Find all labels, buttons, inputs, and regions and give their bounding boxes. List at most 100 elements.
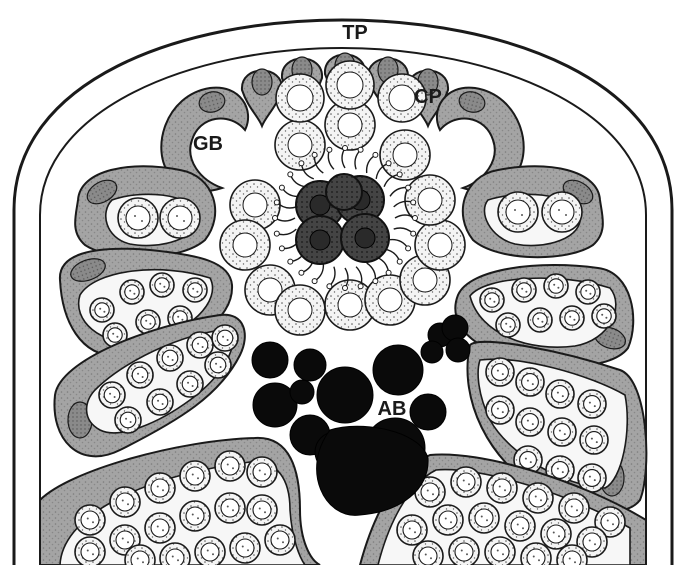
nucleus-chromatin-dot [145, 320, 147, 322]
germ-cell-nucleus [584, 470, 601, 487]
germ-cell-nucleus [455, 543, 473, 561]
nucleus-chromatin-dot [277, 538, 279, 540]
cytoplasmic-process [342, 148, 345, 168]
germ-cell-nucleus [126, 206, 150, 230]
germ-cell-nucleus [563, 551, 581, 565]
nucleus-chromatin-dot [167, 356, 169, 358]
nucleus-chromatin-dot [232, 467, 234, 469]
nucleus-chromatin-dot [183, 220, 185, 222]
nucleus-chromatin-dot [127, 503, 129, 505]
germ-cell-nucleus [457, 473, 475, 491]
nucleus-chromatin-dot [87, 518, 89, 520]
process-tip [299, 161, 304, 166]
nucleus-chromatin-dot [521, 288, 523, 290]
nucleus-chromatin-dot [522, 527, 524, 529]
nucleus-chromatin-dot [430, 557, 432, 559]
nucleus-chromatin-dot [172, 556, 174, 558]
nucleus-chromatin-dot [589, 402, 591, 404]
nucleus-chromatin-dot [181, 319, 183, 321]
nucleus-chromatin-dot [149, 323, 151, 325]
nucleus-chromatin-dot [187, 382, 189, 384]
germ-cell-nucleus [188, 283, 202, 297]
nucleus-chromatin-dot [141, 220, 143, 222]
process-tip [397, 172, 402, 177]
germ-cell-nucleus [421, 483, 439, 501]
germ-cell-nucleus [186, 507, 204, 525]
germ-cell-nucleus [511, 517, 529, 535]
germ-cell-nucleus [492, 364, 509, 381]
apoptotic-body [446, 338, 470, 362]
central-dark-nucleus [310, 230, 330, 250]
process-tip [373, 152, 378, 157]
nucleus-chromatin-dot [502, 373, 504, 375]
nucleus-chromatin-dot [497, 408, 499, 410]
nucleus-chromatin-dot [137, 373, 139, 375]
germ-cell-nucleus [554, 424, 571, 441]
nucleus-chromatin-dot [569, 558, 571, 560]
nucleus-chromatin-dot [222, 336, 224, 338]
germ-cell-nucleus [81, 543, 99, 561]
apoptotic-body [373, 345, 423, 395]
nucleus-chromatin-dot [569, 316, 571, 318]
germ-cell-nucleus [151, 519, 169, 537]
germ-cell-nucleus [506, 200, 530, 224]
nucleus-chromatin-dot [133, 293, 135, 295]
cytoplasmic-process [367, 155, 376, 173]
germ-cell-nucleus [485, 293, 499, 307]
germ-cell-nucleus [236, 539, 254, 557]
nucleus-chromatin-dot [527, 420, 529, 422]
nucleus-chromatin-dot [558, 209, 560, 211]
apoptotic-body [421, 341, 443, 363]
spermatid-nucleus [418, 188, 442, 212]
cytoplasmic-process [329, 267, 335, 287]
nucleus-chromatin-dot [589, 293, 591, 295]
nucleus-chromatin-dot [227, 506, 229, 508]
germ-cell-nucleus [253, 501, 271, 519]
nucleus-chromatin-dot [486, 519, 488, 521]
nucleus-chromatin-dot [612, 523, 614, 525]
nucleus-chromatin-dot [162, 489, 164, 491]
nucleus-chromatin-dot [450, 521, 452, 523]
nucleus-chromatin-dot [192, 385, 194, 387]
nucleus-chromatin-dot [207, 550, 209, 552]
nucleus-chromatin-dot [114, 396, 116, 398]
nucleus-chromatin-dot [489, 298, 491, 300]
nucleus-chromatin-dot [162, 403, 164, 405]
apoptotic-body [317, 367, 373, 423]
nucleus-chromatin-dot [564, 433, 566, 435]
nucleus-chromatin-dot [505, 323, 507, 325]
nucleus-chromatin-dot [574, 561, 576, 563]
germ-cell-nucleus [192, 337, 208, 353]
germ-cell-nucleus [601, 513, 619, 531]
label-gb: GB [193, 133, 223, 155]
nucleus-chromatin-dot [264, 473, 266, 475]
cytoplasmic-process [275, 218, 295, 221]
spermatid-nucleus [287, 85, 313, 111]
process-tip [386, 161, 391, 166]
nucleus-chromatin-dot [163, 286, 165, 288]
nucleus-chromatin-dot [130, 421, 132, 423]
germ-cell-nucleus [522, 414, 539, 431]
germ-cell-nucleus [108, 328, 122, 342]
nucleus-chromatin-dot [532, 383, 534, 385]
germ-cell-nucleus [493, 479, 511, 497]
germ-cell-nucleus [520, 452, 537, 469]
nucleus-chromatin-dot [535, 496, 537, 498]
spermatid-nucleus [393, 143, 417, 167]
nucleus-chromatin-dot [525, 458, 527, 460]
germ-cell-nucleus [253, 463, 271, 481]
nucleus-chromatin-dot [521, 214, 523, 216]
nucleus-chromatin-dot [537, 318, 539, 320]
nucleus-chromatin-dot [142, 376, 144, 378]
spermatid-nucleus [338, 113, 362, 137]
nucleus-chromatin-dot [562, 395, 564, 397]
germ-cell-nucleus [221, 499, 239, 517]
process-tip [413, 216, 418, 221]
germ-cell-nucleus [565, 499, 583, 517]
central-dark-cell [326, 174, 362, 210]
germ-cell-nucleus [182, 376, 198, 392]
process-tip [411, 231, 416, 236]
nucleus-chromatin-dot [533, 556, 535, 558]
nucleus-chromatin-dot [594, 479, 596, 481]
